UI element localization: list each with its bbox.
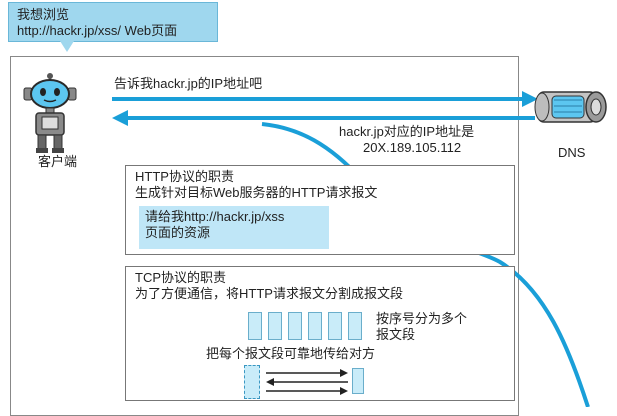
http-box-title: HTTP协议的职责 [135,169,234,184]
bubble-line-1: 我想浏览 [17,7,70,22]
bidirectional-arrows [266,369,348,395]
http-note-line-1: 请给我http://hackr.jp/xss [145,209,285,224]
response-line-1: hackr.jp对应的IP地址是 [339,124,475,139]
dns-server-icon [534,91,607,123]
transfer-segment [244,365,260,399]
http-box-subtitle: 生成针对目标Web服务器的HTTP请求报文 [135,185,378,200]
segment [288,312,302,340]
bubble-line-2: http://hackr.jp/xss/ Web页面 [17,23,178,38]
transfer-text: 把每个报文段可靠地传给对方 [206,346,376,361]
request-arrow-head [522,91,538,107]
segment [268,312,282,340]
tcp-box-subtitle: 为了方便通信，将HTTP请求报文分割成报文段 [135,286,403,301]
bubble-tail [60,41,74,52]
segment-note-line-2: 报文段 [376,327,416,342]
speech-bubble: 我想浏览 http://hackr.jp/xss/ Web页面 [8,2,218,42]
segment [348,312,362,340]
response-arrow-head [112,110,128,126]
http-note-line-2: 页面的资源 [145,225,211,240]
segment [248,312,262,340]
response-line-2: 20X.189.105.112 [363,140,462,155]
segment [308,312,322,340]
client-label: 客户端 [38,154,78,169]
dns-label: DNS [558,145,586,160]
http-request-note: 请给我http://hackr.jp/xss 页面的资源 [139,206,329,249]
robot-client-icon [23,73,77,153]
segment [328,312,342,340]
received-segment [352,368,364,394]
segment-note-line-1: 按序号分为多个 [376,311,468,326]
request-text: 告诉我hackr.jp的IP地址吧 [114,76,263,91]
tcp-box-title: TCP协议的职责 [135,270,227,285]
